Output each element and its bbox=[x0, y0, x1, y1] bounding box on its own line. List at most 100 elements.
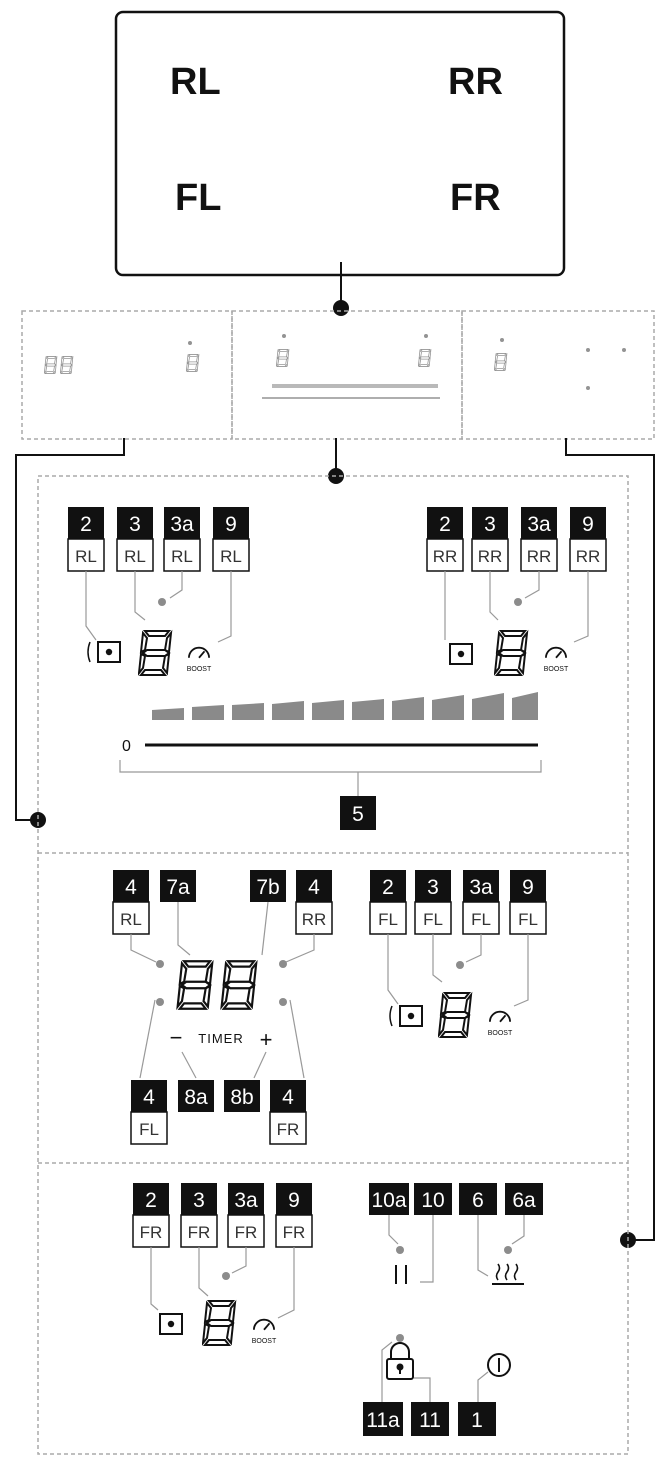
overview-thumbnails bbox=[44, 334, 626, 399]
callout-rr-3a: 3a RR bbox=[520, 507, 558, 572]
svg-text:10a: 10a bbox=[371, 1189, 406, 1212]
rl-indicator-dot bbox=[158, 598, 166, 606]
callout-11a: 11a bbox=[363, 1402, 403, 1436]
callout-fl-9: 9 FL bbox=[509, 870, 547, 935]
svg-text:9: 9 bbox=[522, 876, 534, 899]
svg-text:6a: 6a bbox=[512, 1189, 536, 1212]
svg-text:BOOST: BOOST bbox=[252, 1338, 277, 1345]
callout-fr-3: 3 FR bbox=[180, 1183, 218, 1248]
timer-label: TIMER bbox=[198, 1031, 243, 1046]
svg-text:3a: 3a bbox=[170, 513, 194, 536]
svg-text:4: 4 bbox=[308, 876, 320, 899]
svg-text:11: 11 bbox=[419, 1409, 441, 1432]
slider-zero-label: 0 bbox=[122, 738, 131, 755]
fl-power-display bbox=[438, 992, 472, 1038]
svg-text:FL: FL bbox=[471, 910, 491, 929]
zone-layout-box: RL RR FL FR bbox=[114, 10, 566, 277]
svg-text:RR: RR bbox=[302, 910, 327, 929]
svg-text:BOOST: BOOST bbox=[187, 666, 212, 673]
overview-strip bbox=[21, 310, 655, 440]
callout-8b: 8b bbox=[224, 1080, 260, 1112]
callout-1: 1 bbox=[458, 1402, 496, 1436]
rl-pan-icon bbox=[97, 641, 121, 663]
svg-text:3: 3 bbox=[427, 876, 439, 899]
svg-text:RR: RR bbox=[527, 547, 552, 566]
svg-text:RL: RL bbox=[120, 910, 142, 929]
svg-text:3a: 3a bbox=[234, 1189, 258, 1212]
zone-label-rr: RR bbox=[448, 61, 503, 103]
fl-boost-icon[interactable] bbox=[488, 1010, 512, 1023]
front-left-controls: 2 FL 3 FL 3a FL 9 FL bbox=[369, 870, 547, 1038]
svg-text:BOOST: BOOST bbox=[488, 1030, 513, 1037]
svg-text:4: 4 bbox=[143, 1086, 155, 1109]
callout-6: 6 bbox=[459, 1183, 497, 1215]
callout-rl-2: 2 RL bbox=[67, 507, 105, 572]
svg-text:RR: RR bbox=[478, 547, 503, 566]
rl-boost-icon[interactable] bbox=[187, 646, 211, 659]
svg-text:5: 5 bbox=[352, 803, 364, 826]
callout-timer-4-rr: 4 RR bbox=[295, 870, 333, 935]
power-icon[interactable] bbox=[487, 1353, 511, 1377]
callout-10: 10 bbox=[414, 1183, 452, 1215]
svg-text:RL: RL bbox=[171, 547, 193, 566]
svg-text:FR: FR bbox=[277, 1120, 300, 1139]
fr-boost-icon[interactable] bbox=[252, 1318, 276, 1331]
function-controls: 10a 10 6 6a bbox=[369, 1183, 543, 1285]
svg-text:3a: 3a bbox=[527, 513, 551, 536]
callout-7b: 7b bbox=[250, 870, 286, 902]
timer-digit-2 bbox=[220, 960, 258, 1010]
callout-11: 11 bbox=[411, 1402, 449, 1436]
svg-text:RL: RL bbox=[124, 547, 146, 566]
lock-icon[interactable] bbox=[386, 1342, 414, 1380]
callout-fr-3a: 3a FR bbox=[227, 1183, 265, 1248]
svg-text:RR: RR bbox=[576, 547, 601, 566]
fr-power-display bbox=[202, 1300, 236, 1346]
rear-left-controls: 2 RL 3 RL 3a RL 9 RL bbox=[67, 507, 250, 676]
callout-5: 5 bbox=[340, 796, 376, 830]
pause-icon[interactable] bbox=[395, 1265, 407, 1284]
callout-10a: 10a bbox=[369, 1183, 409, 1215]
callout-fr-2: 2 FR bbox=[132, 1183, 170, 1248]
timer-minus-button[interactable]: − bbox=[170, 1025, 183, 1050]
callout-rl-3a: 3a RL bbox=[163, 507, 201, 572]
callout-rl-9: 9 RL bbox=[212, 507, 250, 572]
rr-boost-icon[interactable] bbox=[544, 646, 568, 659]
power-slider[interactable]: 0 5 bbox=[119, 692, 542, 830]
timer-plus-button[interactable]: + bbox=[260, 1027, 273, 1052]
fl-pan-icon bbox=[399, 1005, 423, 1027]
svg-text:9: 9 bbox=[225, 513, 237, 536]
rl-power-display bbox=[138, 630, 172, 676]
svg-text:BOOST: BOOST bbox=[544, 666, 569, 673]
svg-text:4: 4 bbox=[125, 876, 137, 899]
lock-power-controls: 11a 11 1 bbox=[363, 1334, 511, 1436]
callout-8a: 8a bbox=[178, 1080, 214, 1112]
callout-7a: 7a bbox=[160, 870, 196, 902]
svg-text:RR: RR bbox=[433, 547, 458, 566]
svg-text:9: 9 bbox=[582, 513, 594, 536]
timer-controls: 4 RL 7a 7b 4 RR bbox=[112, 870, 333, 1145]
detail-panel bbox=[37, 475, 629, 1455]
svg-text:FR: FR bbox=[140, 1223, 163, 1242]
callout-6a: 6a bbox=[505, 1183, 543, 1215]
svg-text:8a: 8a bbox=[184, 1086, 208, 1109]
svg-text:2: 2 bbox=[145, 1189, 157, 1212]
zone-label-fr: FR bbox=[450, 177, 501, 219]
callout-fl-2: 2 FL bbox=[369, 870, 407, 935]
callout-timer-4-fl: 4 FL bbox=[130, 1080, 168, 1145]
svg-text:3: 3 bbox=[129, 513, 141, 536]
callout-timer-4-fr: 4 FR bbox=[269, 1080, 307, 1145]
svg-text:8b: 8b bbox=[230, 1086, 253, 1109]
callout-fr-9: 9 FR bbox=[275, 1183, 313, 1248]
rr-indicator-dot bbox=[514, 598, 522, 606]
fr-pan-icon bbox=[159, 1313, 183, 1335]
callout-fl-3a: 3a FL bbox=[462, 870, 500, 935]
keep-warm-icon[interactable] bbox=[492, 1263, 524, 1285]
svg-text:2: 2 bbox=[439, 513, 451, 536]
svg-text:9: 9 bbox=[288, 1189, 300, 1212]
svg-text:FL: FL bbox=[423, 910, 443, 929]
rr-power-display bbox=[494, 630, 528, 676]
svg-text:3: 3 bbox=[193, 1189, 205, 1212]
svg-text:4: 4 bbox=[282, 1086, 294, 1109]
svg-text:FR: FR bbox=[235, 1223, 258, 1242]
